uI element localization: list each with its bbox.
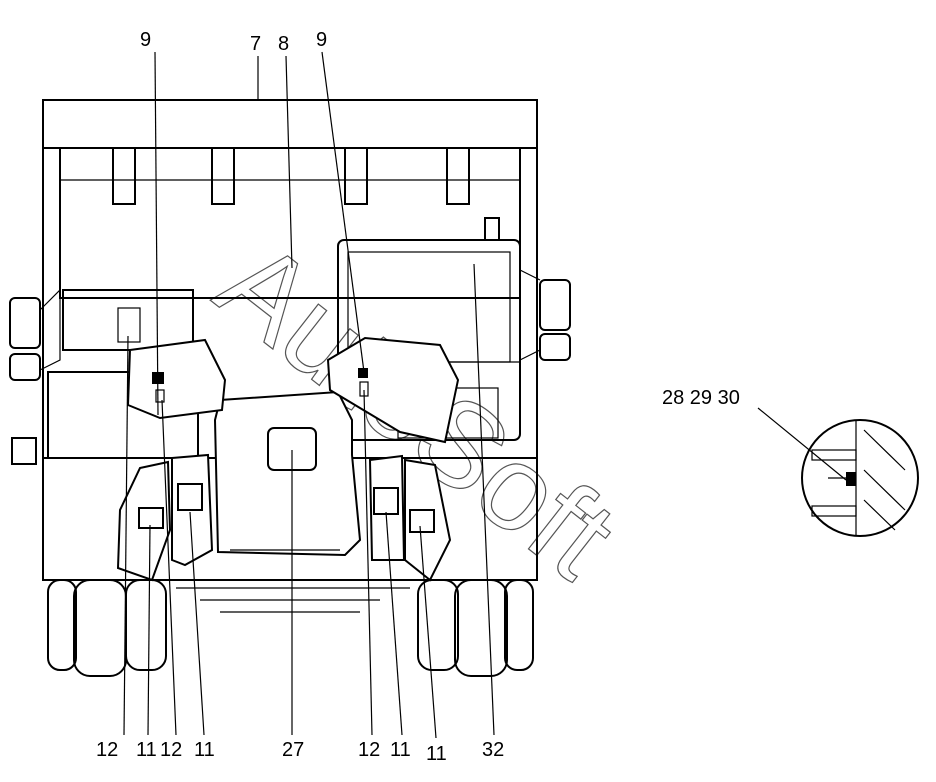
callout-28-29-30: 28 29 30 xyxy=(662,387,740,409)
detail-view-28-29-30 xyxy=(801,419,919,537)
callout-7: 7 xyxy=(250,33,261,55)
callout-11-a: 11 xyxy=(136,739,157,761)
center-cover-plate xyxy=(213,390,362,557)
leader-lines xyxy=(123,51,847,739)
right-mirror xyxy=(519,269,571,361)
callout-9-left: 9 xyxy=(140,29,151,51)
callout-12-a: 12 xyxy=(96,739,118,761)
callout-12-b: 12 xyxy=(160,739,182,761)
callout-27: 27 xyxy=(282,739,304,761)
dump-body xyxy=(42,99,538,460)
callout-11-d: 11 xyxy=(426,743,447,765)
rear-wheels xyxy=(47,579,534,677)
right-mudguards xyxy=(326,336,460,582)
callout-12-c: 12 xyxy=(358,739,380,761)
left-side-light xyxy=(11,437,37,465)
left-mirror xyxy=(9,288,61,381)
callout-11-b: 11 xyxy=(194,739,215,761)
callout-32: 32 xyxy=(482,739,504,761)
callout-9-right: 9 xyxy=(316,29,327,51)
callout-8: 8 xyxy=(278,33,289,55)
callout-11-c: 11 xyxy=(390,739,411,761)
left-mudguards xyxy=(116,338,227,582)
